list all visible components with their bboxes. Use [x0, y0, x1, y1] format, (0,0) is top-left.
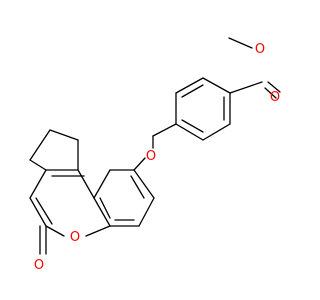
molecule-structure: O O O O O: [29, 37, 281, 273]
bond-skeleton: [29, 37, 281, 255]
benzyl-ether-oxygen: O: [146, 149, 156, 164]
ester-carbonyl-oxygen: O: [270, 90, 280, 105]
lactone-carbonyl-oxygen: O: [34, 258, 44, 273]
lactone-ring-oxygen: O: [70, 230, 80, 245]
ester-ether-oxygen: O: [255, 42, 265, 57]
